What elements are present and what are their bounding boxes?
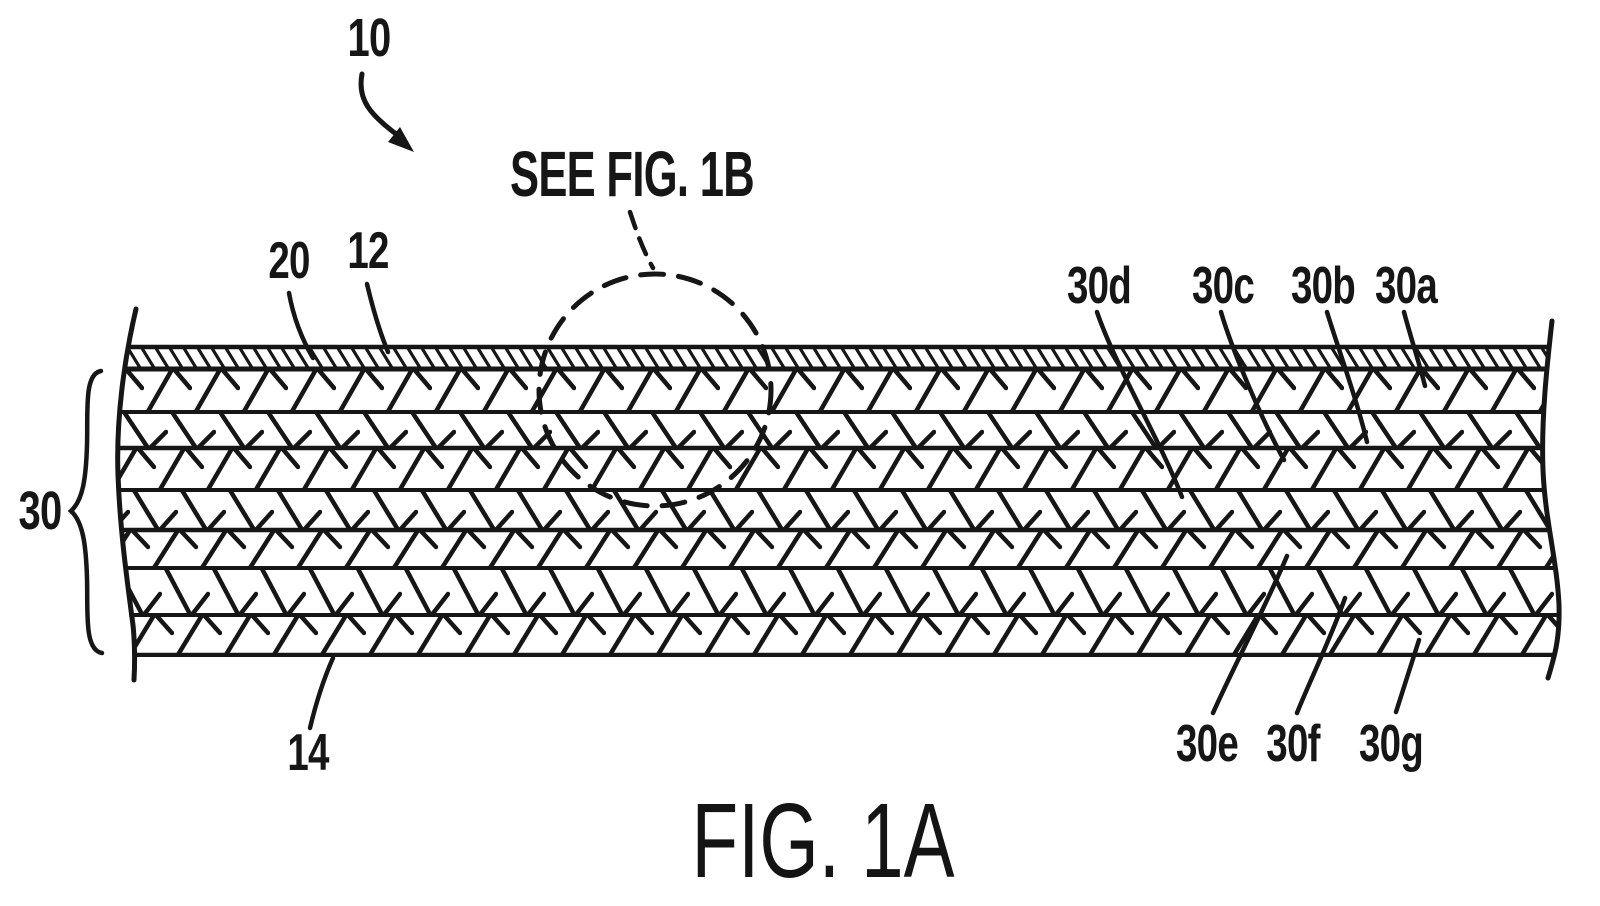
leader-30b (1324, 309, 1370, 445)
see-figure-note: SEE FIG. 1B (509, 138, 755, 210)
braid-layer-30a (117, 369, 1559, 412)
detail-circle-leader (627, 209, 656, 271)
braid-layer-30d (117, 490, 1559, 530)
leader-30a (1401, 309, 1428, 389)
assembly-arrow (358, 71, 414, 152)
leader-30c (1218, 309, 1287, 463)
detail-circle (536, 271, 774, 509)
leader-30f (1294, 595, 1348, 716)
jacket-layer-hatch (117, 347, 1559, 369)
layer-boundary-lines (117, 344, 1559, 657)
laminate-layers (117, 344, 1559, 657)
ref-label-30c: 30c (1192, 257, 1255, 315)
ref-label-30e: 30e (1176, 715, 1239, 773)
ref-label-30g: 30g (1358, 715, 1424, 773)
leader-30g (1393, 637, 1422, 715)
ref-label-30b: 30b (1290, 257, 1356, 315)
right-break-edge (1540, 318, 1562, 681)
figure-caption: FIG. 1A (691, 782, 955, 900)
left-break-edge (115, 306, 139, 683)
layer-group-brace (67, 368, 105, 656)
leader-30d (1094, 309, 1185, 500)
braid-layer-30f (117, 568, 1559, 615)
leader-20 (286, 290, 316, 361)
braid-layer-30e (117, 530, 1559, 568)
ref-label-30d: 30d (1066, 257, 1132, 315)
leader-12 (364, 281, 391, 355)
ref-label-12: 12 (347, 222, 389, 280)
braid-layer-30c (117, 448, 1559, 490)
ref-label-30a: 30a (1375, 257, 1438, 315)
braid-layer-30g (117, 615, 1559, 655)
ref-label-10: 10 (347, 8, 392, 68)
ref-label-14: 14 (287, 724, 329, 782)
leader-30e (1210, 553, 1290, 716)
leader-lines (286, 281, 1428, 731)
leader-14 (307, 655, 336, 731)
ref-label-30f: 30f (1266, 715, 1320, 773)
braid-layer-30b (117, 412, 1559, 448)
ref-label-30: 30 (18, 481, 63, 541)
ref-label-20: 20 (268, 232, 310, 290)
